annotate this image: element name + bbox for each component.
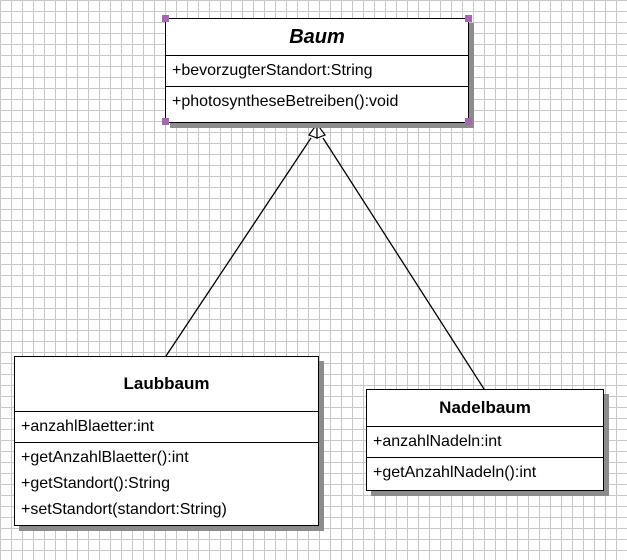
attributes-section: +anzahlBlaetter:int: [15, 412, 318, 443]
generalization-arrowhead-right: [316, 122, 326, 139]
attributes-section: +bevorzugterStandort:String: [166, 56, 468, 87]
selection-handle-bottom-left[interactable]: [162, 118, 169, 125]
attribute[interactable]: +anzahlBlaetter:int: [21, 418, 154, 435]
attribute[interactable]: +anzahlNadeln:int: [373, 433, 502, 450]
class-name: Baum: [166, 19, 468, 56]
class-nadelbaum[interactable]: Nadelbaum +anzahlNadeln:int +getAnzahlNa…: [366, 389, 604, 491]
class-name: Laubbaum: [15, 357, 318, 412]
method[interactable]: +getAnzahlBlaetter():int: [21, 449, 189, 466]
method[interactable]: +getStandort():String: [21, 475, 170, 492]
selection-handle-top-right[interactable]: [465, 15, 472, 22]
methods-section: +getAnzahlNadeln():int: [367, 458, 603, 488]
generalization-edge-nadelbaum[interactable]: [322, 137, 485, 390]
selection-handle-bottom-right[interactable]: [465, 118, 472, 125]
class-baum[interactable]: Baum +bevorzugterStandort:String +photos…: [165, 18, 469, 123]
selection-handle-top-left[interactable]: [162, 15, 169, 22]
class-name: Nadelbaum: [367, 390, 603, 427]
generalization-arrowhead-left: [308, 122, 318, 139]
generalization-edge-laubbaum[interactable]: [165, 137, 312, 357]
attribute[interactable]: +bevorzugterStandort:String: [172, 62, 373, 79]
method[interactable]: +setStandort(standort:String): [21, 501, 227, 518]
attributes-section: +anzahlNadeln:int: [367, 427, 603, 458]
method[interactable]: +photosyntheseBetreiben():void: [172, 93, 399, 110]
methods-section: +photosyntheseBetreiben():void: [166, 87, 468, 117]
methods-section: +getAnzahlBlaetter():int +getStandort():…: [15, 443, 318, 525]
class-laubbaum[interactable]: Laubbaum +anzahlBlaetter:int +getAnzahlB…: [14, 356, 319, 526]
method[interactable]: +getAnzahlNadeln():int: [373, 464, 537, 481]
